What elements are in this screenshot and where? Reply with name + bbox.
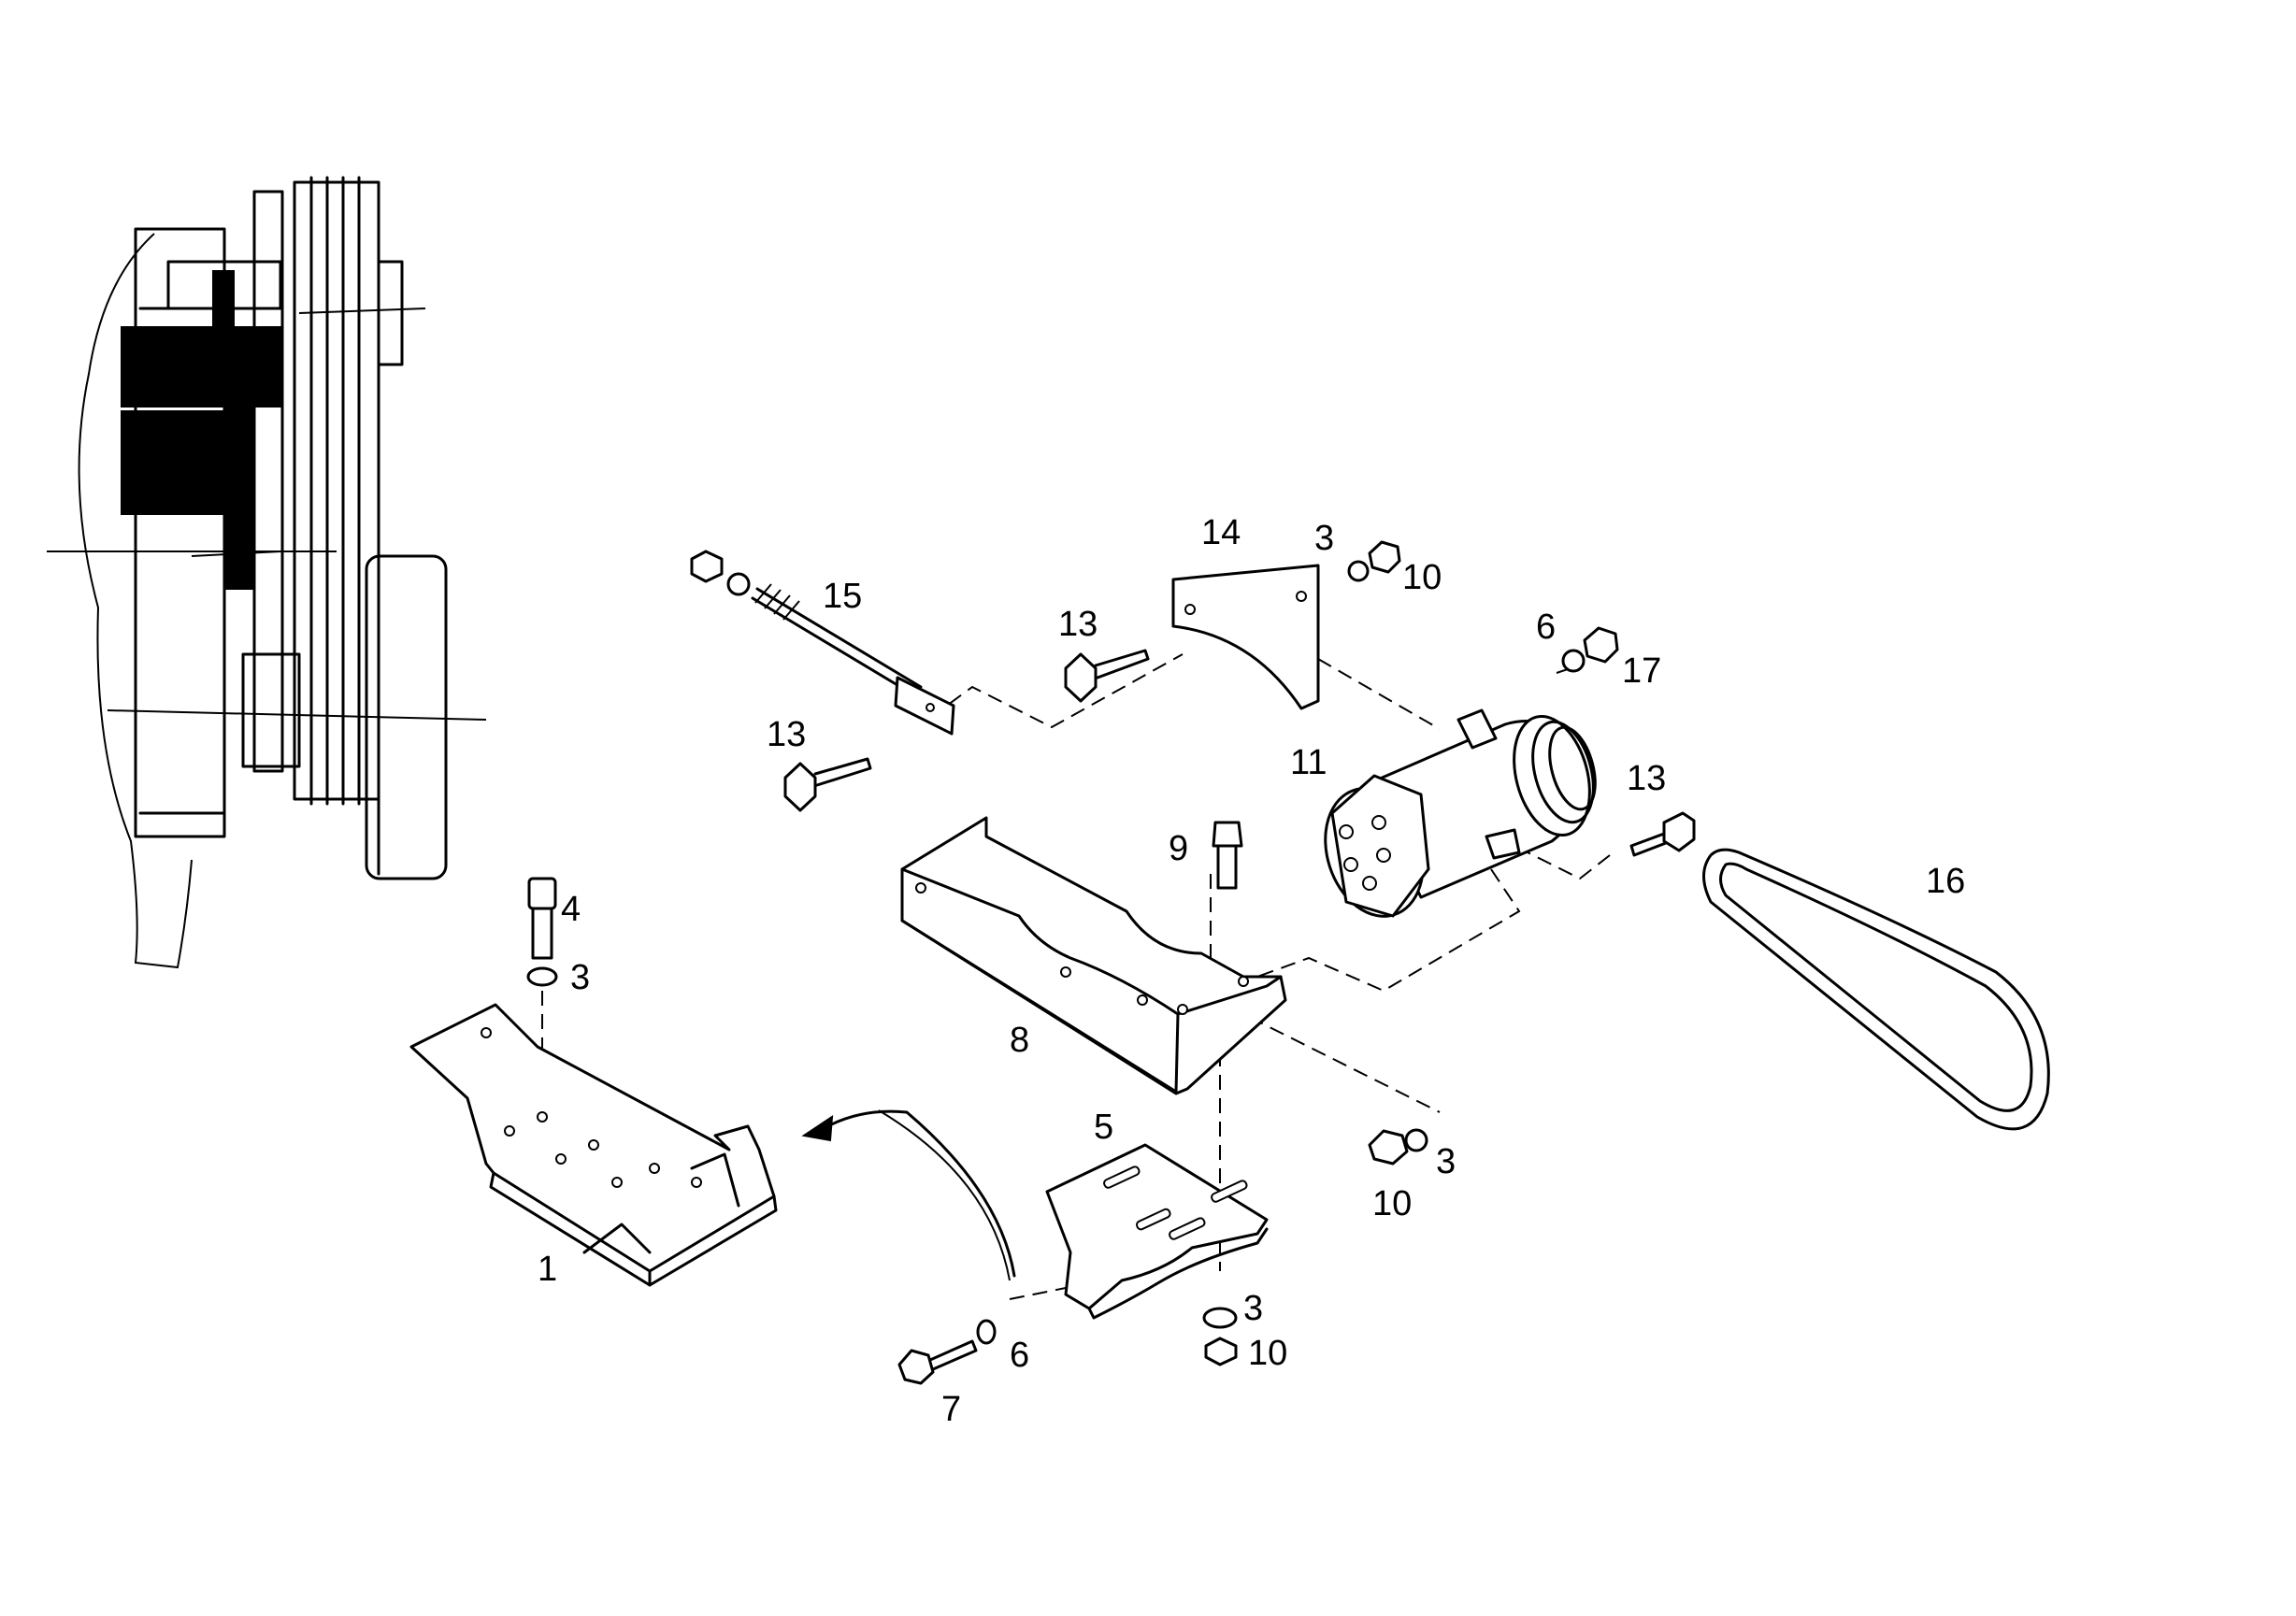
callout-8: 8 <box>1010 1021 1029 1060</box>
callout-11: 11 <box>1290 743 1327 782</box>
nut-washer-10-3 <box>1368 1128 1428 1166</box>
part-13-bolt-upper <box>1064 649 1150 703</box>
curved-arrow <box>801 1109 1016 1281</box>
callout-5: 5 <box>1094 1108 1113 1147</box>
part-8-channel-bracket <box>900 816 1287 1095</box>
part-4-cap-screw <box>526 877 558 987</box>
callout-10: 10 <box>1372 1184 1412 1223</box>
part-16-belt <box>1702 848 2050 1131</box>
callout-17: 17 <box>1622 651 1661 691</box>
callout-labels: 1 3 3 3 3 4 5 6 6 7 8 9 10 10 10 11 13 1… <box>538 513 1965 1429</box>
callout-15: 15 <box>823 577 862 616</box>
callout-3: 3 <box>1436 1142 1456 1181</box>
callout-3: 3 <box>570 958 590 997</box>
callout-6: 6 <box>1536 608 1556 647</box>
engine-context-drawing <box>47 176 487 969</box>
part-1-base-plate <box>409 1003 778 1287</box>
callout-6: 6 <box>1010 1336 1029 1375</box>
nut-washer-top <box>1347 540 1401 582</box>
part-7-bolt-washer-6 <box>897 1319 997 1385</box>
part-5-mounting-plate <box>1045 1143 1269 1320</box>
part-14-bracket <box>1171 564 1320 710</box>
callout-7: 7 <box>941 1390 961 1429</box>
callout-14: 14 <box>1201 513 1241 552</box>
nut-washer-3-10-bottom <box>1202 1307 1238 1366</box>
callout-3: 3 <box>1243 1289 1263 1328</box>
part-13-bolt-right <box>1629 811 1696 857</box>
callout-13: 13 <box>1058 605 1098 644</box>
part-9-bolt <box>1212 821 1243 890</box>
callout-13: 13 <box>767 715 806 754</box>
callout-10: 10 <box>1402 558 1442 597</box>
callout-1: 1 <box>538 1250 557 1289</box>
callout-16: 16 <box>1926 862 1965 901</box>
washer-nut-6-17 <box>1561 626 1619 673</box>
part-15-long-bolt <box>690 550 955 736</box>
callout-10: 10 <box>1248 1334 1287 1373</box>
callout-9: 9 <box>1169 829 1188 868</box>
part-13-bolt-left <box>783 757 872 812</box>
callout-3: 3 <box>1314 519 1334 558</box>
callout-13: 13 <box>1627 759 1666 798</box>
part-11-compressor <box>1324 708 1597 918</box>
callout-4: 4 <box>561 890 581 929</box>
